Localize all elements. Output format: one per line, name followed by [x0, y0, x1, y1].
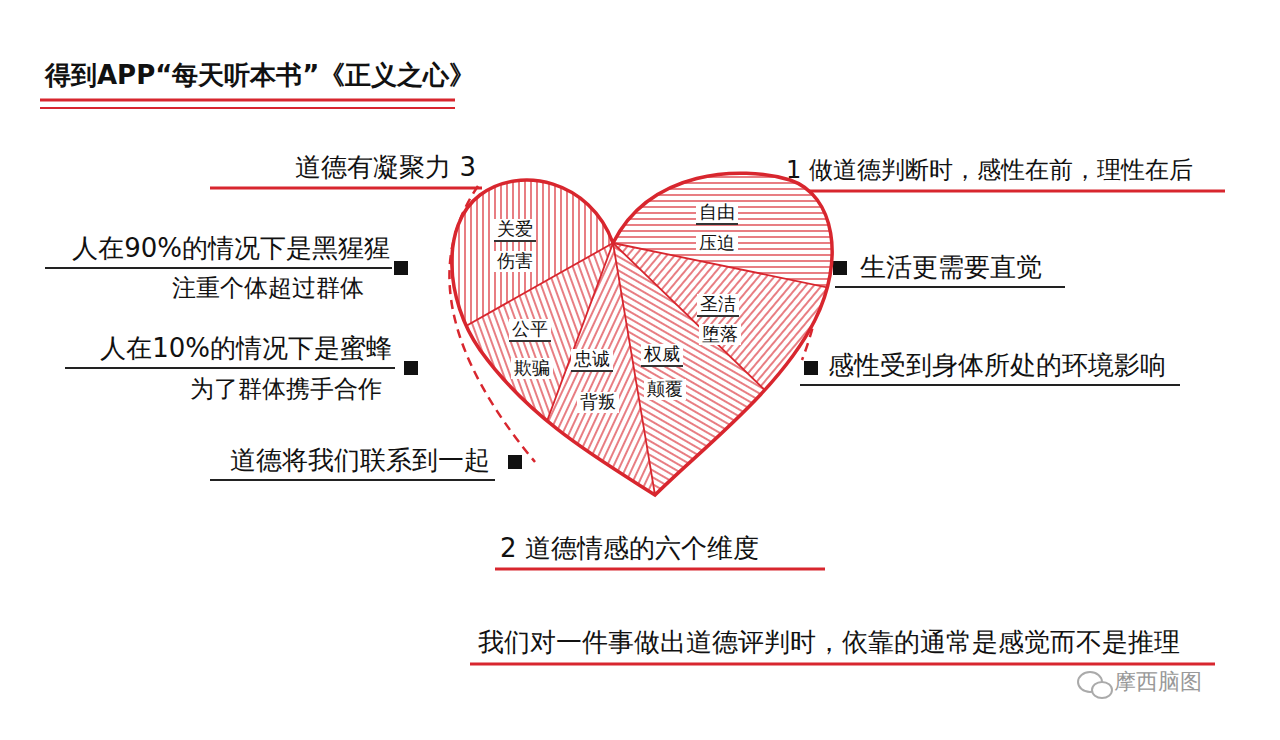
segment-label: 忠诚	[571, 349, 613, 372]
branch-heading: 道德有凝聚力 3	[295, 152, 476, 183]
branch-note: 为了群体携手合作	[190, 375, 382, 404]
segment-label: 伤害	[494, 251, 536, 272]
branch-note: 注重个体超过群体	[172, 274, 364, 303]
summary-note: 我们对一件事做出道德评判时，依靠的通常是感觉而不是推理	[478, 627, 1180, 658]
segment-label: 关爱	[494, 219, 536, 242]
branch-heading: 1 做道德判断时，感性在前，理性在后	[786, 156, 1193, 185]
branch-heading: 2 道德情感的六个维度	[500, 533, 759, 564]
segment-label: 圣洁	[697, 294, 739, 317]
branch-note: 人在10%的情况下是蜜蜂	[100, 333, 392, 364]
segment-label: 公平	[509, 319, 551, 342]
segment-label: 背叛	[577, 392, 619, 413]
segment-label: 权威	[641, 344, 683, 367]
branch-note: 感性受到身体所处的环境影响	[828, 350, 1166, 381]
branch-note: 人在90%的情况下是黑猩猩	[72, 233, 390, 264]
segment-label: 堕落	[699, 324, 741, 345]
segment-label: 颠覆	[644, 379, 686, 400]
branch-note: 生活更需要直觉	[860, 252, 1042, 283]
segment-label: 自由	[696, 202, 738, 225]
watermark: 摩西脑图	[1114, 669, 1202, 695]
segment-label: 欺骗	[511, 358, 553, 379]
segment-label: 压迫	[696, 233, 738, 254]
title: 得到APP“每天听本书”《正义之心》	[45, 60, 475, 91]
branch-note: 道德将我们联系到一起	[230, 445, 490, 476]
